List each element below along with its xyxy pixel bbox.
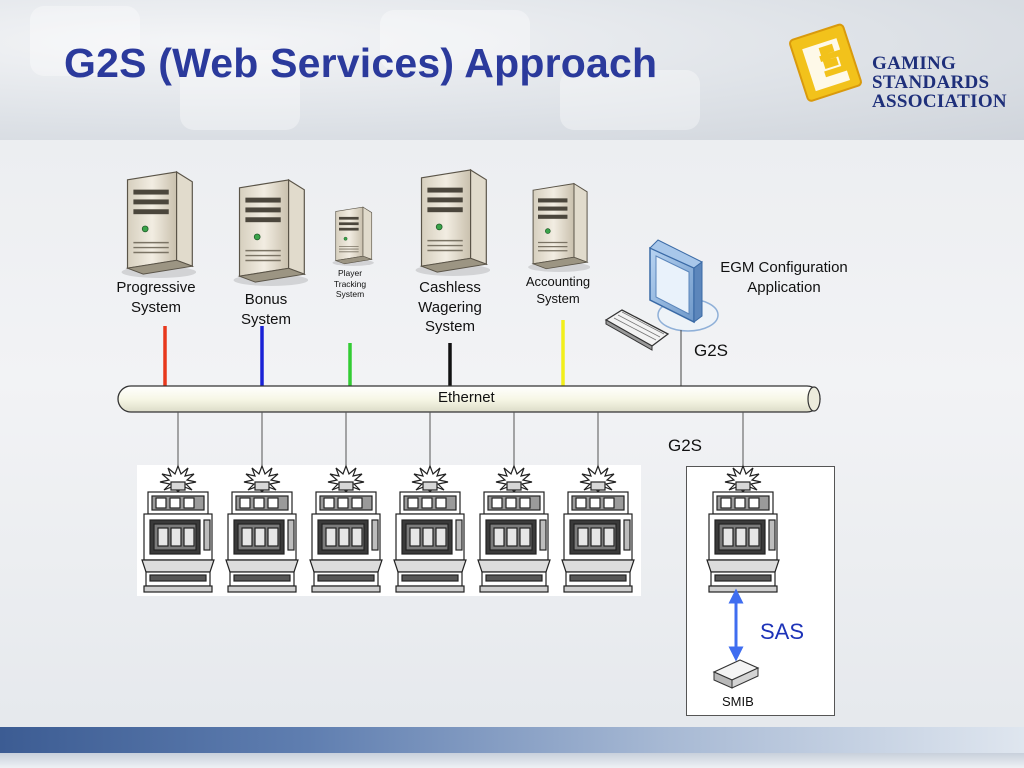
slot-machine-icon: [706, 465, 780, 593]
label-line: Progressive: [116, 279, 196, 296]
egm-drop-lines: [177, 412, 744, 468]
label-line: Player: [337, 268, 363, 278]
logo-line: STANDARDS: [872, 72, 990, 93]
label-line: System: [424, 318, 475, 335]
puzzle-piece-decor: [30, 6, 140, 76]
egm-configuration-application-label: EGM Configuration Application: [702, 258, 866, 297]
label-line: Wagering: [418, 298, 482, 316]
slot-machine-icon: [309, 465, 383, 593]
puzzle-piece-decor: [560, 70, 700, 130]
logo-line: ASSOCIATION: [872, 91, 1007, 112]
server-bonus-icon: [232, 179, 308, 286]
server-player-tracking-icon: [332, 206, 374, 266]
puzzle-piece-decor: [380, 10, 530, 70]
slot-machine-icon: [225, 465, 299, 593]
label-line: Application: [747, 278, 821, 296]
accounting-system-label: Accounting System: [512, 274, 604, 308]
computer-monitor-icon: [649, 239, 719, 332]
keyboard-icon: [604, 309, 670, 351]
server-progressive-icon: [120, 171, 196, 278]
gsa-logo-mark-icon: [789, 23, 862, 102]
footer-strip: [0, 753, 1024, 768]
label-line: System: [240, 310, 291, 328]
cashless-wagering-system-label: Cashless Wagering System: [400, 278, 500, 337]
slot-machine-icon: [393, 465, 467, 593]
slot-machine-icon: [141, 465, 215, 593]
label-line: Accounting: [525, 274, 591, 289]
gsa-logo-text: GAMING STANDARDS ASSOCIATION: [872, 54, 1007, 111]
label-line: Tracking: [333, 278, 367, 289]
sas-label: SAS: [760, 619, 805, 644]
progressive-system-label: Progressive System: [108, 278, 204, 317]
g2s-label-bottom: G2S: [668, 436, 703, 455]
puzzle-piece-decor: [180, 50, 300, 130]
slide-title: G2S (Web Services) Approach: [64, 40, 658, 86]
label-line: Bonus: [244, 291, 288, 308]
logo-line: GAMING: [872, 53, 957, 74]
g2s-label-top: G2S: [694, 341, 729, 360]
server-cashless-icon: [414, 169, 490, 276]
label-line: EGM Configuration: [720, 259, 848, 276]
slot-machine-icon: [561, 465, 635, 593]
slot-machine-icon: [477, 465, 551, 593]
smib-device-icon: [712, 659, 760, 689]
smib-label: SMIB: [722, 694, 754, 709]
label-line: System: [536, 290, 580, 306]
label-line: Cashless: [419, 279, 481, 296]
ethernet-bus: [117, 385, 821, 413]
player-tracking-system-label: Player Tracking System: [320, 268, 380, 300]
bonus-system-label: Bonus System: [218, 290, 314, 329]
label-line: System: [335, 289, 365, 300]
label-line: System: [130, 298, 181, 316]
ethernet-label: Ethernet: [438, 389, 495, 406]
server-accounting-icon: [527, 182, 590, 272]
footer-band: [0, 727, 1024, 753]
egm-bank-background: [137, 465, 641, 596]
